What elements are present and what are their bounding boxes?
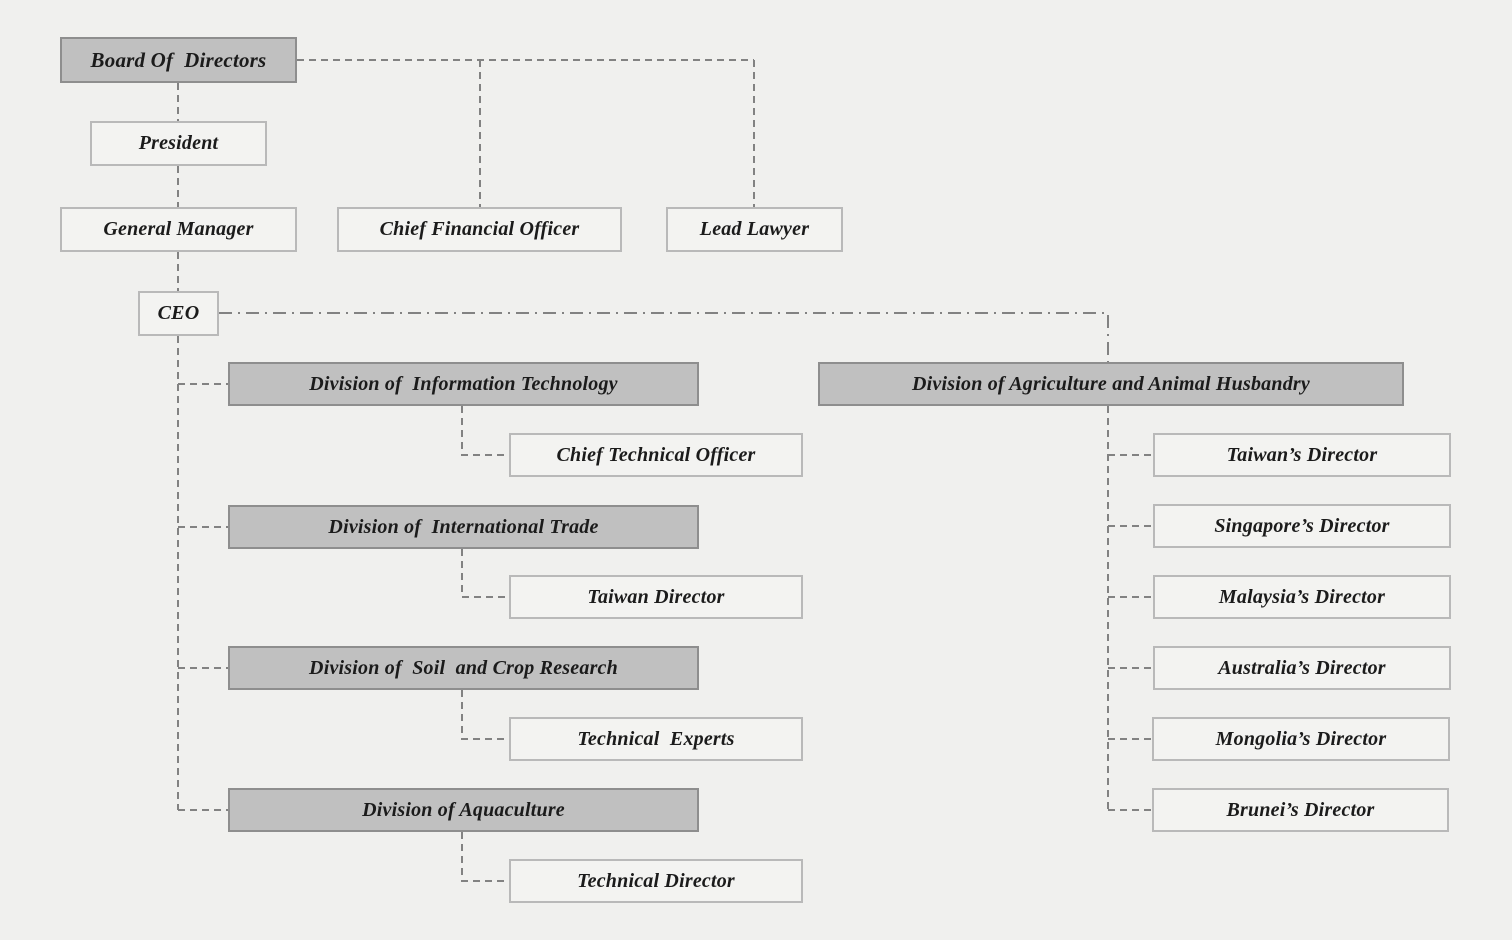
- node-ceo: CEO: [138, 291, 219, 336]
- node-malaysias-director: Malaysia’s Director: [1153, 575, 1451, 619]
- node-singapores-director: Singapore’s Director: [1153, 504, 1451, 548]
- node-lead-lawyer: Lead Lawyer: [666, 207, 843, 252]
- edge-div-aqua-technical-director: [461, 832, 509, 882]
- node-chief-financial-officer: Chief Financial Officer: [337, 207, 622, 252]
- edge-div-soil-technical-experts: [461, 690, 509, 740]
- node-division-agriculture-and-animal-husbandry: Division of Agriculture and Animal Husba…: [818, 362, 1404, 406]
- node-division-soil-and-crop-research: Division of Soil and Crop Research: [228, 646, 699, 690]
- node-board-of-directors: Board Of Directors: [60, 37, 297, 83]
- node-division-information-technology: Division of Information Technology: [228, 362, 699, 406]
- node-technical-experts: Technical Experts: [509, 717, 803, 761]
- node-australias-director: Australia’s Director: [1153, 646, 1451, 690]
- node-mongolias-director: Mongolia’s Director: [1152, 717, 1450, 761]
- node-general-manager: General Manager: [60, 207, 297, 252]
- edge-div-it-cto: [461, 406, 509, 456]
- node-technical-director: Technical Director: [509, 859, 803, 903]
- node-division-international-trade: Division of International Trade: [228, 505, 699, 549]
- node-taiwan-director: Taiwan Director: [509, 575, 803, 619]
- node-bruneis-director: Brunei’s Director: [1152, 788, 1449, 832]
- node-chief-technical-officer: Chief Technical Officer: [509, 433, 803, 477]
- edge-ceo-div-agriculture: [219, 312, 1109, 362]
- node-division-aquaculture: Division of Aquaculture: [228, 788, 699, 832]
- edge-div-trade-taiwan-director: [461, 549, 509, 598]
- node-president: President: [90, 121, 267, 166]
- node-taiwans-director: Taiwan’s Director: [1153, 433, 1451, 477]
